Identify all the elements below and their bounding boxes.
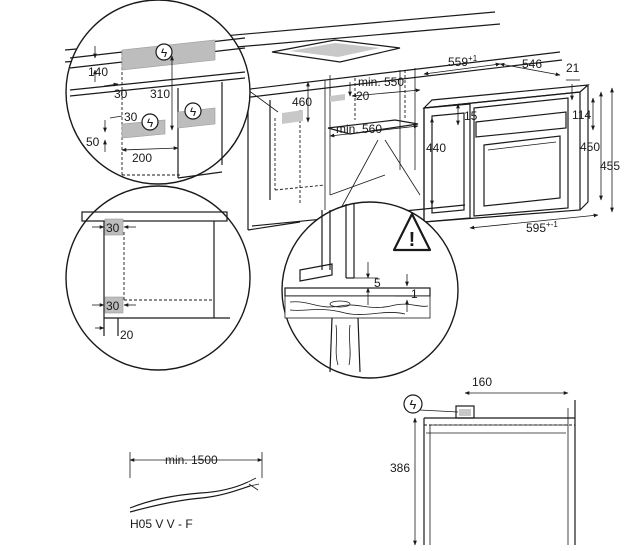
dim-114: 114 <box>572 108 591 122</box>
power-outlet-icon: ϟ <box>141 113 159 131</box>
detail-socket-position: 140 30 310 30 50 200 ϟ ϟ ϟ <box>65 0 251 185</box>
dim-140: 140 <box>88 65 108 79</box>
warning-triangle-icon: ! <box>392 212 432 252</box>
power-outlet-icon: ϟ <box>155 43 173 61</box>
cable-type: H05 V V - F <box>130 517 193 531</box>
front-view-socket: 160 386 ϟ <box>390 375 576 546</box>
dim-20: 20 <box>356 89 370 103</box>
svg-text:ϟ: ϟ <box>147 116 154 130</box>
svg-text:!: ! <box>409 229 416 251</box>
dim-595: 595+-1 <box>526 220 558 235</box>
oven: 559+1 546 21 15 114 440 450 455 595+-1 <box>422 54 620 235</box>
dim-559: 559+1 <box>448 54 478 69</box>
hob-cutout <box>271 39 401 63</box>
dim-30-top: 30 <box>114 87 128 101</box>
svg-text:ϟ: ϟ <box>410 397 417 412</box>
dim-50: 50 <box>86 135 100 149</box>
detail-worktop-gap: 5 1 ! <box>281 201 459 379</box>
dim-386: 386 <box>390 461 410 475</box>
dim-30-mid: 30 <box>124 110 138 124</box>
detail-side-clearance: 30 30 20 <box>65 185 251 371</box>
dim-min1500: min. 1500 <box>165 453 218 467</box>
dim-546: 546 <box>522 57 542 71</box>
svg-text:ϟ: ϟ <box>161 46 168 60</box>
dim-5: 5 <box>374 276 381 290</box>
dim-460: 460 <box>292 95 312 109</box>
dim-440: 440 <box>426 141 446 155</box>
dim-1: 1 <box>411 287 418 301</box>
power-outlet-icon: ϟ <box>184 102 202 120</box>
dim-160: 160 <box>472 375 492 389</box>
dim-455: 455 <box>600 159 620 173</box>
dim-200: 200 <box>132 151 152 165</box>
dim-30-upper: 30 <box>106 221 120 235</box>
power-outlet-icon: ϟ <box>403 394 423 414</box>
svg-text:ϟ: ϟ <box>190 105 197 119</box>
dim-min550: min. 550 <box>358 75 404 89</box>
dim-min560: min. 560 <box>336 122 382 136</box>
dim-20-side: 20 <box>120 328 134 342</box>
dim-450: 450 <box>580 140 600 154</box>
power-cable: min. 1500 H05 V V - F <box>129 452 263 531</box>
dim-21: 21 <box>566 61 580 75</box>
dim-30-lower: 30 <box>106 299 120 313</box>
dim-15: 15 <box>464 109 478 123</box>
dim-310: 310 <box>150 87 170 101</box>
